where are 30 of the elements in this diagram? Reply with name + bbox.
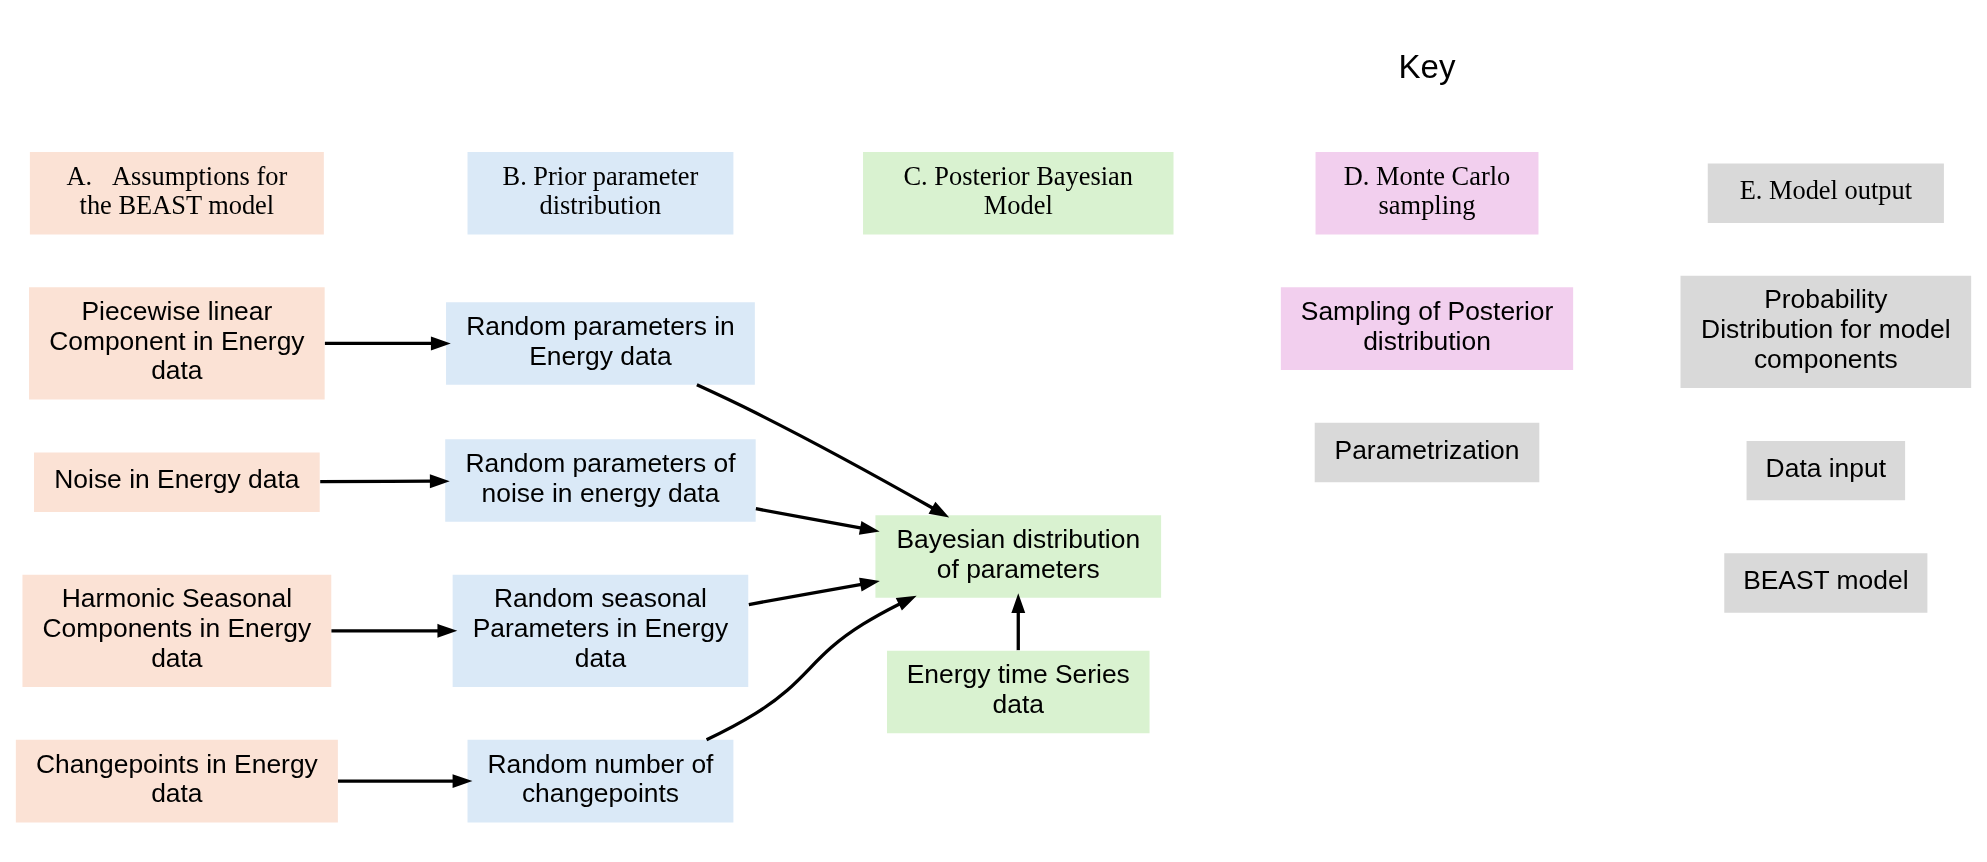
node-box: Random number of changepoints [467,739,734,823]
node-box: Noise in Energy data [34,452,320,512]
node-box: Changepoints in Energy data [15,739,338,823]
node-box: Bayesian distribution of parameters [875,515,1162,598]
node-box: Sampling of Posterior distribution [1280,287,1574,370]
node-box: A. Assumptions for the BEAST model [29,151,324,235]
node-box: C. Posterior Bayesian Model [863,151,1174,235]
node-box: Parametrization [1314,422,1540,483]
node-box: Random seasonal Parameters in Energy data [452,574,749,687]
arrow [696,383,950,518]
arrow [324,336,451,351]
arrow [320,474,450,489]
node-box: B. Prior parameter distribution [467,151,734,235]
arrow [705,595,917,742]
arrow [755,507,880,535]
label: Key [1398,47,1456,85]
node-box: Harmonic Seasonal Components in Energy data [22,574,332,687]
arrow [748,577,880,607]
node-box: Piecewise linear Component in Energy data [29,287,325,400]
node-box: Random parameters of noise in energy data [445,439,756,522]
node-box: E. Model output [1707,163,1944,223]
node-box: D. Monte Carlo sampling [1315,151,1539,235]
node-box: Data input [1746,440,1906,501]
node-box: BEAST model [1724,553,1928,613]
arrow [1011,593,1026,651]
arrow [338,774,473,789]
node-box: Probability Distribution for model components [1680,275,1972,389]
node-box: Energy time Series data [887,650,1150,734]
node-box: Random parameters in Energy data [446,302,755,385]
arrow [331,623,458,638]
